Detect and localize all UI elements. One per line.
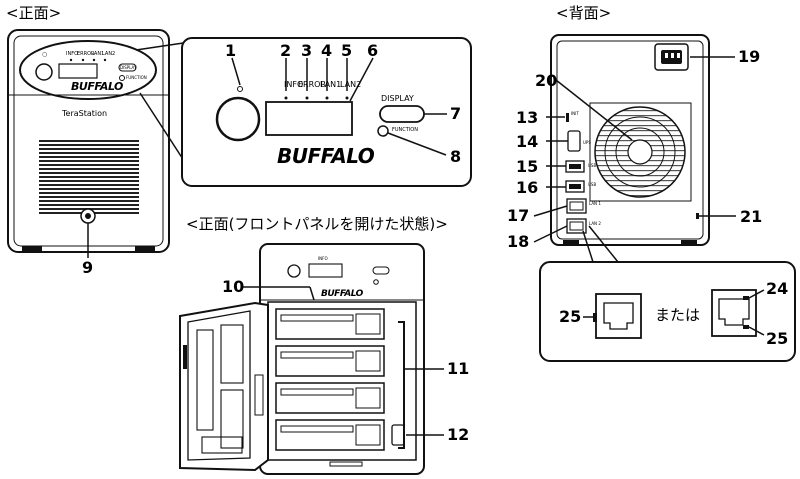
zoom-led-error-label: ERROR [298, 80, 327, 89]
callout-18: 18 [507, 232, 530, 251]
callout-12: 12 [447, 425, 470, 444]
zoom-led-lan2-label: LAN2 [340, 80, 362, 89]
callout-19: 19 [738, 47, 761, 66]
zoomed-front-panel [181, 37, 472, 187]
callout-11: 11 [447, 359, 470, 378]
heading-back: <背面> [556, 4, 612, 22]
callout-13: 13 [516, 108, 539, 127]
callout-9: 9 [82, 258, 94, 277]
zoom-power-button [215, 96, 261, 142]
heading-front: <正面> [6, 4, 62, 22]
back-lan2-label: LAN 2 [589, 221, 601, 226]
callout-20: 20 [535, 71, 558, 90]
back-usb2-label: USB [588, 182, 597, 187]
callout-25-left: 25 [559, 307, 582, 326]
zoom-brand-logo: BUFFALO [277, 144, 375, 168]
ups-port [567, 130, 581, 152]
zoom-display-button [379, 105, 425, 123]
callout-4: 4 [321, 41, 333, 60]
back-unit [533, 34, 736, 263]
front-grille [39, 140, 139, 214]
front-lcd [58, 63, 98, 79]
callout-7: 7 [450, 104, 462, 123]
lan-port-type-a [595, 293, 642, 339]
callout-14: 14 [516, 132, 539, 151]
back-ups-label: UPS [583, 140, 591, 145]
callout-8: 8 [450, 147, 462, 166]
callout-10: 10 [222, 277, 245, 296]
open-led-labels: INFO [318, 256, 328, 261]
front-led-lan1-label: LAN1 [91, 51, 105, 57]
zoom-lcd [265, 101, 353, 136]
front-led-error-label: ERROR [77, 51, 95, 57]
back-usb1-label: USB [588, 163, 597, 168]
front-function-label: FUNCTION [126, 75, 147, 80]
back-init-label: INIT [571, 111, 579, 116]
or-label: または [655, 306, 701, 324]
zoom-led-info-label: INFO [284, 80, 304, 89]
drive-bays [275, 308, 385, 451]
open-brand-logo: BUFFALO [321, 289, 363, 299]
callout-16: 16 [516, 178, 539, 197]
lan-zoom-box [539, 261, 796, 362]
front-model-name: TeraStation [62, 109, 108, 118]
back-lan1-label: LAN 1 [589, 201, 601, 206]
front-power-button [35, 63, 53, 81]
callout-25-right: 25 [766, 329, 789, 348]
callout-2: 2 [280, 41, 292, 60]
callout-1: 1 [225, 41, 237, 60]
front-led-lan2-label: LAN2 [102, 51, 116, 57]
callout-6: 6 [367, 41, 379, 60]
callout-5: 5 [341, 41, 353, 60]
callout-21: 21 [740, 207, 763, 226]
front-door [179, 301, 269, 472]
zoom-function-label: FUNCTION [392, 127, 418, 133]
security-slot [696, 213, 699, 219]
callout-24: 24 [766, 279, 789, 298]
callout-3: 3 [301, 41, 313, 60]
front-open-unit [179, 243, 444, 475]
front-power-led-label: ○ [42, 51, 48, 58]
zoom-led-lan1-label: LAN1 [320, 80, 342, 89]
front-brand-logo: BUFFALO [71, 80, 123, 93]
zoom-display-label: DISPLAY [381, 94, 414, 103]
zoom-function-button [377, 125, 389, 137]
magnify-ellipse [19, 40, 157, 100]
callout-15: 15 [516, 157, 539, 176]
heading-front-open: <正面(フロントパネルを開けた状態)> [186, 215, 448, 233]
front-led-info-label: INFO [66, 51, 79, 57]
front-display-label: DISPLAY [120, 65, 137, 70]
callout-17: 17 [507, 206, 530, 225]
front-unit [7, 29, 170, 258]
